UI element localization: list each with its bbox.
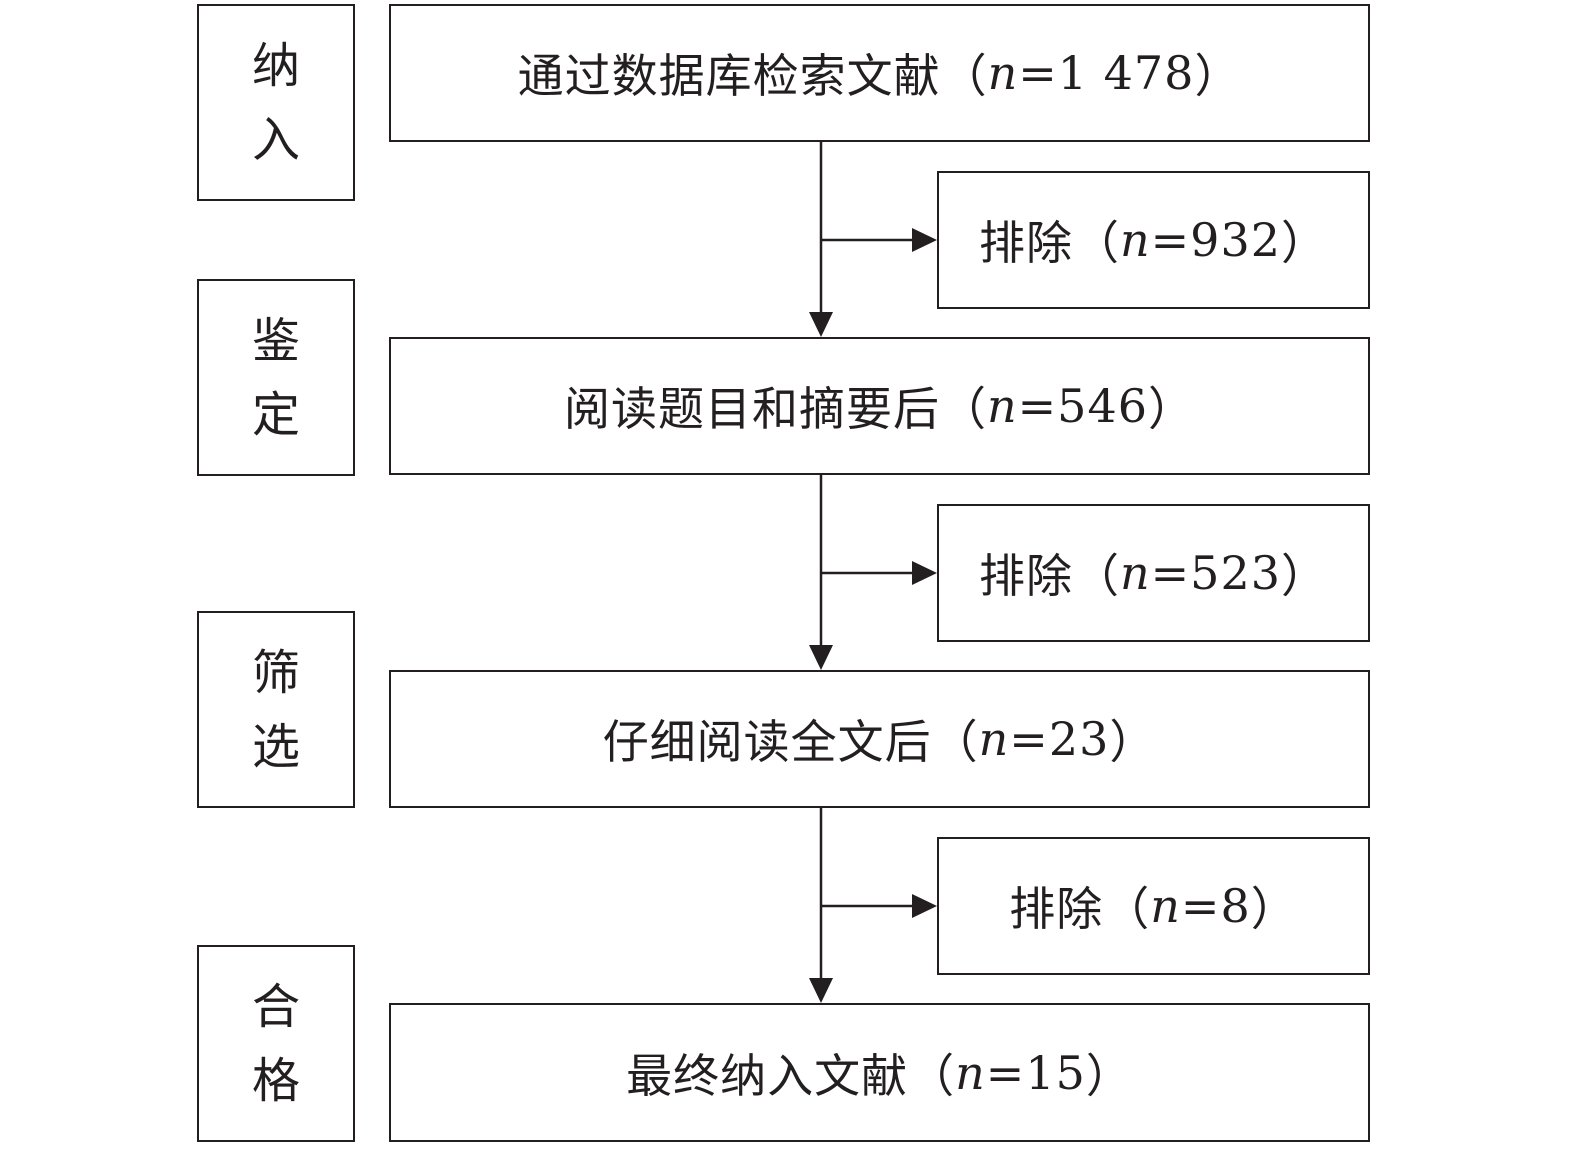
right-arrowhead <box>912 561 937 585</box>
exclusion-box-1: 排除（n=932） <box>937 171 1370 309</box>
n-value: =932 <box>1150 213 1281 267</box>
n-symbol: n <box>1120 546 1151 600</box>
stage-char: 纳 <box>251 37 300 94</box>
stage-char: 筛 <box>251 644 300 701</box>
stage-char: 鉴 <box>251 312 300 369</box>
flow-box-final-included: 最终纳入文献（n=15） <box>389 1003 1370 1142</box>
n-value: =1 478 <box>1018 46 1195 100</box>
n-value: =23 <box>1009 712 1110 766</box>
close-paren: ） <box>1109 715 1157 769</box>
close-paren: ） <box>1280 549 1328 603</box>
n-symbol: n <box>1120 213 1151 267</box>
close-paren: ） <box>1194 49 1242 103</box>
close-paren: ） <box>1280 216 1328 270</box>
flow-label: 通过数据库检索文献（ <box>517 49 988 103</box>
exclusion-label: 排除（ <box>1009 882 1151 936</box>
flow-label: 阅读题目和摘要后（ <box>564 382 987 436</box>
n-value: =546 <box>1017 379 1148 433</box>
n-value: =523 <box>1150 546 1281 600</box>
stage-char: 定 <box>251 386 300 443</box>
flow-label: 最终纳入文献（ <box>626 1048 956 1103</box>
stage-char: 格 <box>251 1052 300 1109</box>
stage-char: 入 <box>251 111 300 168</box>
flow-box-database-search: 通过数据库检索文献（n=1 478） <box>389 4 1370 142</box>
n-symbol: n <box>1150 879 1181 933</box>
close-paren: ） <box>1147 382 1195 436</box>
down-arrowhead <box>809 978 833 1003</box>
close-paren: ） <box>1250 882 1298 936</box>
flow-box-full-text: 仔细阅读全文后（n=23） <box>389 670 1370 808</box>
down-arrowhead <box>809 645 833 670</box>
n-symbol: n <box>955 1045 986 1100</box>
flow-box-title-abstract: 阅读题目和摘要后（n=546） <box>389 337 1370 475</box>
right-arrowhead <box>912 894 937 918</box>
close-paren: ） <box>1085 1048 1133 1103</box>
stage-char: 选 <box>251 718 300 775</box>
right-arrowhead <box>912 228 937 252</box>
flow-label: 仔细阅读全文后（ <box>602 715 979 769</box>
n-symbol: n <box>987 379 1018 433</box>
stage-char: 合 <box>251 978 300 1035</box>
n-value: =8 <box>1180 879 1251 933</box>
exclusion-box-3: 排除（n=8） <box>937 837 1370 975</box>
n-value: =15 <box>985 1045 1086 1100</box>
exclusion-label: 排除（ <box>979 549 1120 603</box>
stage-box-screen: 筛 选 <box>197 611 355 808</box>
down-arrowhead <box>809 312 833 337</box>
n-symbol: n <box>978 712 1010 766</box>
exclusion-box-2: 排除（n=523） <box>937 504 1370 642</box>
n-symbol: n <box>987 46 1019 100</box>
stage-box-eligible: 合 格 <box>197 945 355 1142</box>
exclusion-label: 排除（ <box>979 216 1120 270</box>
stage-box-identify: 鉴 定 <box>197 279 355 476</box>
stage-box-include: 纳 入 <box>197 4 355 201</box>
